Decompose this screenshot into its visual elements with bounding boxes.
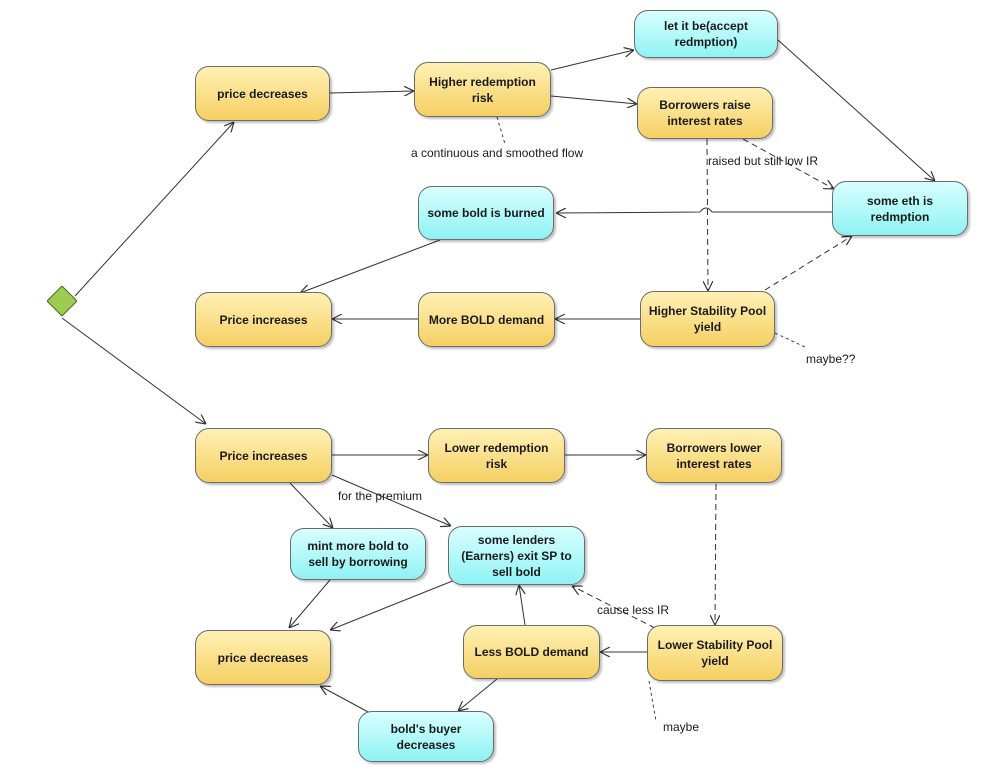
node-some-eth-redemption: some eth is redmption: [832, 181, 968, 236]
node-mint-more-bold: mint more bold to sell by borrowing: [290, 528, 426, 580]
node-price-decreases-bottom: price decreases: [195, 630, 331, 685]
node-borrowers-lower-rates: Borrowers lower interest rates: [646, 428, 782, 483]
node-higher-redemption-risk: Higher redemption risk: [414, 62, 551, 117]
edge-let-it-be-to-eth-redemption: [777, 39, 935, 181]
edge-decision-to-price-decreases: [74, 122, 234, 297]
node-price-increases-top: Price increases: [195, 292, 332, 347]
node-lower-sp-yield: Lower Stability Pool yield: [647, 625, 783, 681]
edge-decision-to-price-increases-mid: [61, 317, 206, 424]
edge-risk-to-borrowers-raise: [550, 95, 637, 104]
node-bold-buyer-decreases: bold's buyer decreases: [358, 711, 494, 762]
edge-risk-to-let-it-be: [550, 50, 634, 71]
edge-price-increases-to-lenders-exit: [331, 474, 451, 526]
note-link-maybe-q: [774, 332, 808, 349]
edge-borrowers-raise-to-sp-yield: [707, 138, 708, 291]
node-higher-sp-yield: Higher Stability Pool yield: [640, 291, 775, 347]
edge-sp-yield-to-eth-redemption: [764, 236, 852, 291]
node-lenders-exit-sp: some lenders (Earners) exit SP to sell b…: [448, 526, 585, 585]
edge-less-demand-to-lenders-exit: [519, 585, 526, 626]
edge-eth-redemption-to-bold-burned: [556, 207, 832, 213]
node-lower-redemption-risk: Lower redemption risk: [428, 428, 565, 483]
node-price-decreases-top: price decreases: [195, 66, 330, 121]
node-price-increases-mid: Price increases: [195, 428, 332, 483]
decision-diamond: [47, 286, 77, 316]
edge-borrowers-raise-to-eth-redemption: [742, 138, 834, 189]
node-let-it-be: let it be(accept redmption): [634, 10, 778, 58]
edge-lower-yield-to-lenders-exit: [572, 586, 656, 629]
label-raised-low-ir: raised but still low IR: [708, 154, 819, 168]
edge-mint-to-price-decreases: [289, 579, 331, 628]
node-less-bold-demand: Less BOLD demand: [463, 625, 600, 679]
edge-price-decreases-to-redemption-risk: [329, 91, 414, 93]
node-borrowers-raise-rates: Borrowers raise interest rates: [637, 87, 773, 139]
note-maybe-q: maybe??: [806, 352, 856, 366]
edge-borrowers-lower-to-lower-yield: [715, 483, 716, 625]
note-link-maybe: [648, 680, 657, 722]
edge-lenders-to-price-decreases: [330, 579, 456, 630]
note-maybe: maybe: [663, 720, 700, 734]
label-cause-less-ir: cause less IR: [597, 603, 670, 617]
label-for-premium: for the premium: [338, 489, 423, 503]
edge-price-increases-to-mint: [289, 482, 333, 528]
edge-bold-burned-to-price-increases: [300, 239, 441, 293]
edge-bold-buyer-to-price-decreases: [320, 686, 371, 714]
node-more-bold-demand: More BOLD demand: [418, 292, 555, 347]
edge-less-demand-to-bold-buyer: [458, 678, 498, 711]
note-continuous-flow: a continuous and smoothed flow: [411, 146, 584, 160]
note-link-continuous-flow: [496, 116, 506, 145]
node-some-bold-burned: some bold is burned: [418, 186, 554, 240]
